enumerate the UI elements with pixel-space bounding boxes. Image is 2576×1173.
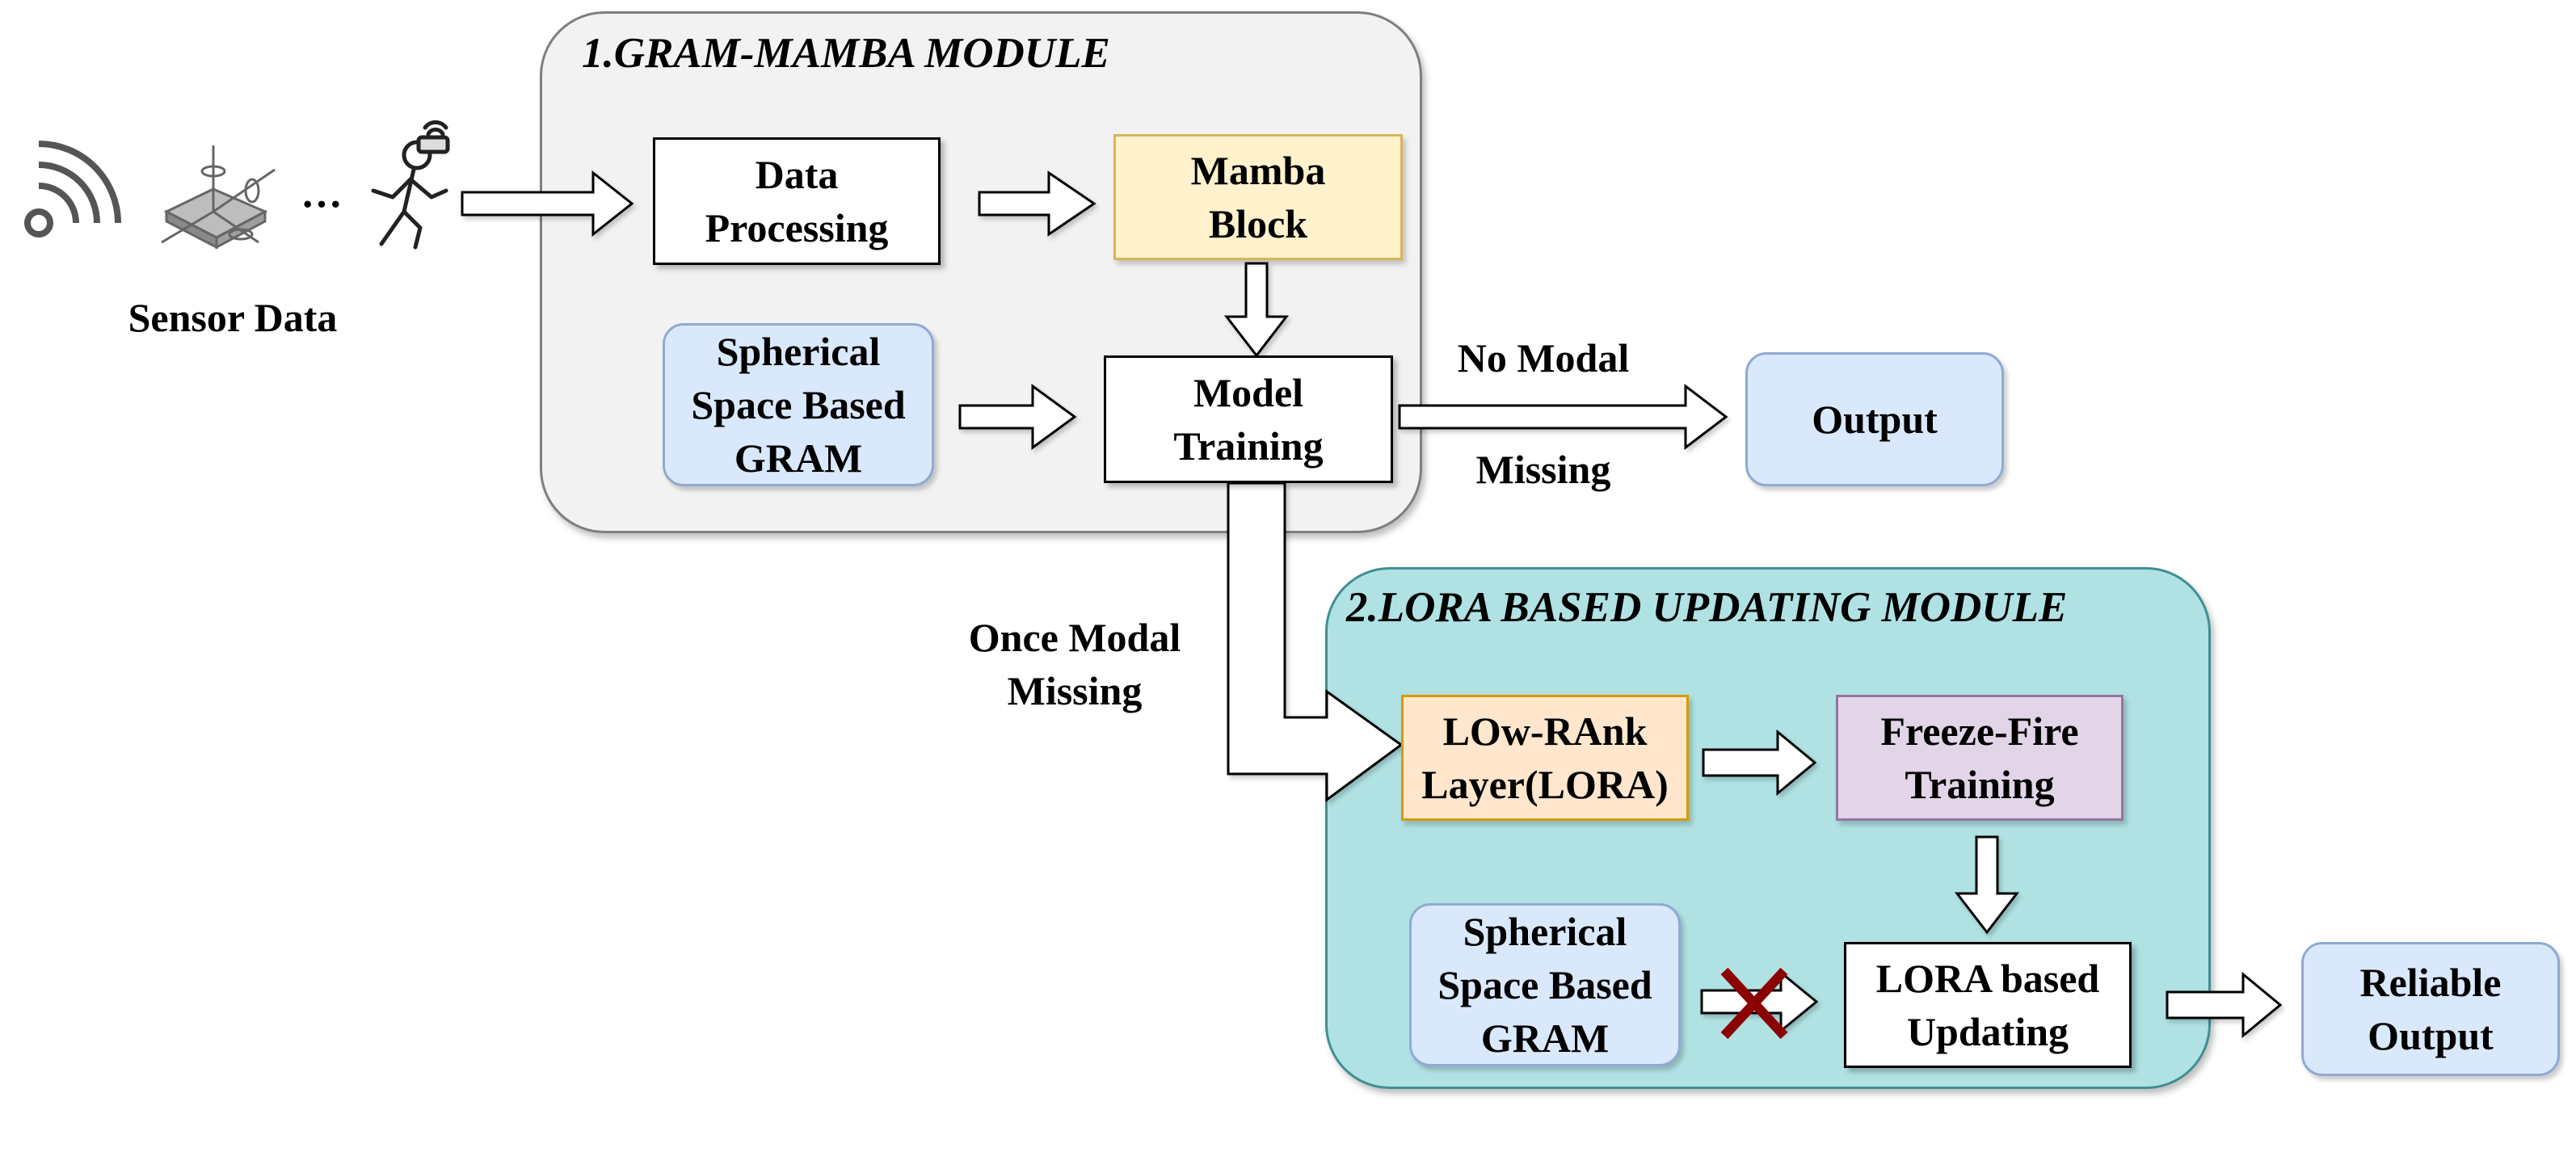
lora-updating-box: LORA based Updating (1844, 942, 2132, 1068)
module1-title: 1.GRAM-MAMBA MODULE (582, 30, 1110, 77)
blocked-cross-icon (1720, 967, 1788, 1040)
arrow-mamba-to-training (1223, 262, 1290, 358)
mamba-block-box: Mamba Block (1113, 134, 1403, 260)
arrow-lora-to-freeze (1702, 729, 1817, 797)
no-modal-label: No Modal (1457, 335, 1630, 380)
arrow-freeze-to-updating (1954, 835, 2020, 935)
freeze-fire-training-box: Freeze-Fire Training (1836, 695, 2124, 821)
gram-box-1: Spherical Space Based GRAM (663, 323, 934, 486)
output-box: Output (1745, 352, 2004, 486)
data-processing-box: Data Processing (653, 137, 941, 265)
walking-person-icon (371, 120, 450, 250)
arrow-updating-to-reliable (2166, 971, 2283, 1039)
module2-title: 2.LORA BASED UPDATING MODULE (1346, 584, 2068, 631)
arrow-training-to-lora (1227, 481, 1404, 802)
model-training-box: Model Training (1104, 355, 1393, 483)
arrow-sensor-to-processing (461, 170, 634, 238)
wifi-signal-icon (24, 141, 121, 238)
arrow-processing-to-mamba (978, 170, 1096, 237)
imu-sensor-icon (161, 145, 276, 250)
missing-label: Missing (1475, 447, 1611, 492)
sensor-data-label: Sensor Data (128, 295, 338, 340)
once-modal-missing-label: Once Modal Missing (968, 615, 1181, 713)
arrow-gram-to-training (958, 384, 1077, 450)
arrow-training-to-output (1398, 383, 1728, 451)
reliable-output-box: Reliable Output (2301, 942, 2560, 1076)
lora-layer-box: LOw-RAnk Layer(LORA) (1401, 695, 1689, 821)
sensor-ellipsis: ··· (301, 182, 343, 228)
gram-box-2: Spherical Space Based GRAM (1409, 903, 1681, 1066)
